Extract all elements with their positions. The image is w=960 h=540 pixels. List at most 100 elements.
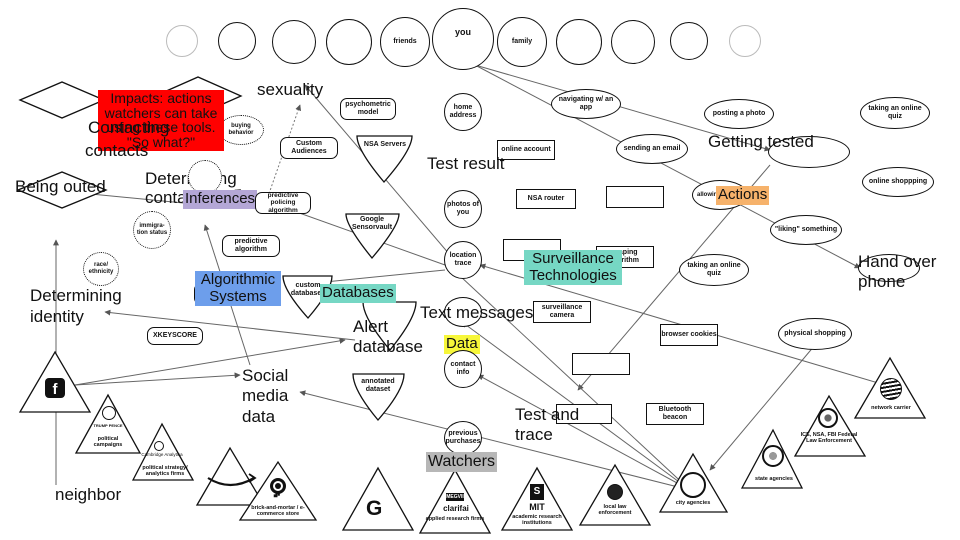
top-circle-6 bbox=[556, 19, 602, 65]
node-annotated-dataset: annotated dataset bbox=[361, 378, 395, 394]
node-xkeyscore: XKEYSCORE bbox=[147, 327, 203, 345]
mit-logo: MIT bbox=[529, 502, 545, 512]
triangle-applied-research bbox=[418, 468, 492, 534]
label-alert-database: Alert database bbox=[353, 317, 423, 357]
node-liking-something: "liking" something bbox=[770, 215, 842, 245]
node-hand-over-phone-ellipse bbox=[858, 254, 920, 282]
state-seal-icon bbox=[762, 445, 784, 467]
highlight-algorithmic-systems: Algorithmic Systems bbox=[195, 271, 281, 306]
node-dotted-circle bbox=[188, 160, 222, 194]
target-logo-icon bbox=[270, 478, 286, 494]
highlight-data: Data bbox=[444, 335, 480, 354]
shield-annotated-dataset bbox=[352, 373, 405, 422]
clarifai-logo: clarifai bbox=[443, 504, 469, 513]
label-applied-research: applied research firms bbox=[425, 516, 485, 522]
node-immigration-status: immigra-tion status bbox=[133, 211, 171, 249]
arrow-fb-social bbox=[74, 372, 241, 386]
arrow-city-contact bbox=[477, 374, 691, 491]
circle-friends: friends bbox=[380, 17, 430, 67]
node-browser-cookies: browser cookies bbox=[660, 324, 718, 346]
diamond-impacts bbox=[18, 81, 106, 119]
node-posting-photo: posting a photo bbox=[704, 99, 774, 129]
circle-family: family bbox=[497, 17, 547, 67]
shield-nsa-servers bbox=[356, 135, 413, 183]
label-academic: academic research institutions bbox=[512, 514, 562, 527]
triangle-political-strategy bbox=[131, 422, 195, 481]
label-getting-tested: Getting tested bbox=[708, 132, 814, 151]
shield-google-sensorvault bbox=[345, 213, 400, 260]
facebook-icon: f bbox=[45, 378, 65, 398]
shield-custom-databases bbox=[282, 275, 333, 319]
node-home-address: home address bbox=[444, 93, 482, 131]
node-contact-info: contact info bbox=[444, 350, 482, 388]
label-contacting: Contacting bbox=[88, 118, 170, 137]
node-predictive-algorithm: predictive algorithm bbox=[222, 235, 280, 257]
label-local-law: local law enforcement bbox=[598, 504, 632, 517]
top-circle-7 bbox=[611, 20, 655, 64]
node-previous-purchases: previous purchases bbox=[444, 421, 482, 455]
node-google-sensorvault: Google Sensorvault bbox=[351, 216, 393, 232]
label-contacts: contacts bbox=[85, 141, 149, 160]
circle-you: you bbox=[432, 8, 494, 70]
label-hand-over-phone: Hand over phone bbox=[858, 252, 937, 292]
cambridge-icon bbox=[154, 441, 164, 451]
label-determining-identity: Determining identity bbox=[30, 286, 122, 327]
arrow-alert-identity bbox=[104, 309, 356, 341]
arrow-city-social bbox=[299, 390, 691, 491]
node-navigating-app: navigating w/ an app bbox=[551, 89, 621, 119]
label-political-strategy: political strategy/ analytics firms bbox=[142, 465, 188, 478]
node-physical-shopping: physical shopping bbox=[778, 318, 852, 350]
trump-logo: TRUMP PENCE bbox=[93, 423, 123, 428]
highlight-databases: Databases bbox=[320, 284, 396, 303]
node-bluetooth-beacon: Bluetooth beacon bbox=[646, 403, 704, 425]
node-predictive-policing: predictive policing algorithm bbox=[255, 192, 311, 214]
node-psychometric-model: psychometric model bbox=[340, 98, 396, 120]
top-circle-2 bbox=[218, 22, 256, 60]
label-brick-mortar: brick-and-mortar / e-commerce store bbox=[251, 505, 305, 518]
label-network-carrier: network carrier bbox=[871, 405, 911, 411]
label-political-campaigns: political campaigns bbox=[93, 436, 123, 449]
node-text-circle bbox=[444, 297, 482, 327]
seal-icon-political bbox=[102, 406, 116, 420]
arrow-physical-city bbox=[709, 344, 816, 471]
google-logo: G bbox=[366, 497, 383, 520]
highlight-inferences: Inferences bbox=[183, 190, 258, 209]
top-circle-9 bbox=[729, 25, 761, 57]
arrow-city-location bbox=[444, 261, 691, 491]
node-empty-box-4 bbox=[556, 404, 612, 424]
node-race-ethnicity: race/ ethnicity bbox=[83, 252, 119, 286]
shield-alert bbox=[362, 301, 417, 352]
top-circle-1 bbox=[166, 25, 198, 57]
node-online-account: online account bbox=[497, 140, 555, 160]
label-city-agencies: city agencies bbox=[675, 500, 711, 506]
node-location-trace: location trace bbox=[444, 241, 482, 279]
arrow-fb-alert bbox=[74, 337, 346, 386]
node-taking-online-quiz-mid: taking an online quiz bbox=[679, 254, 749, 286]
node-empty-box-3 bbox=[572, 353, 630, 375]
node-custom-audiences: Custom Audiences bbox=[280, 137, 338, 159]
label-state-agencies: state agencies bbox=[755, 476, 793, 482]
arrow-location-databases bbox=[324, 269, 446, 285]
amazon-smile-icon bbox=[207, 477, 255, 487]
city-seal-icon bbox=[680, 472, 706, 498]
shield-logo-icon: S bbox=[530, 484, 544, 500]
highlight-actions: Actions bbox=[716, 186, 770, 205]
highlight-watchers: Watchers bbox=[426, 452, 497, 472]
police-badge-icon bbox=[607, 484, 623, 500]
label-test-result: Test result bbox=[427, 154, 505, 173]
label-text-messages: Text messages bbox=[420, 303, 534, 322]
node-buying-behavior: buying behavior bbox=[218, 115, 264, 145]
node-surveillance-camera: surveillance camera bbox=[533, 301, 591, 323]
label-neighbor: neighbor bbox=[55, 485, 122, 504]
diamond-being-outed bbox=[16, 171, 108, 209]
node-online-shopping: online shoppping bbox=[862, 167, 934, 197]
triangle-google bbox=[341, 466, 415, 531]
triangle-political-campaigns bbox=[74, 393, 142, 454]
impacts-note: Impacts: actions watchers can take using… bbox=[98, 90, 224, 151]
highlight-surveillance-technologies: Surveillance Technologies bbox=[524, 250, 622, 285]
label-social-media-data: Social media data bbox=[242, 366, 289, 426]
top-circle-8 bbox=[670, 22, 708, 60]
megvii-logo: MEGVII bbox=[446, 493, 464, 501]
node-photos-of-you: photos of you bbox=[444, 190, 482, 228]
